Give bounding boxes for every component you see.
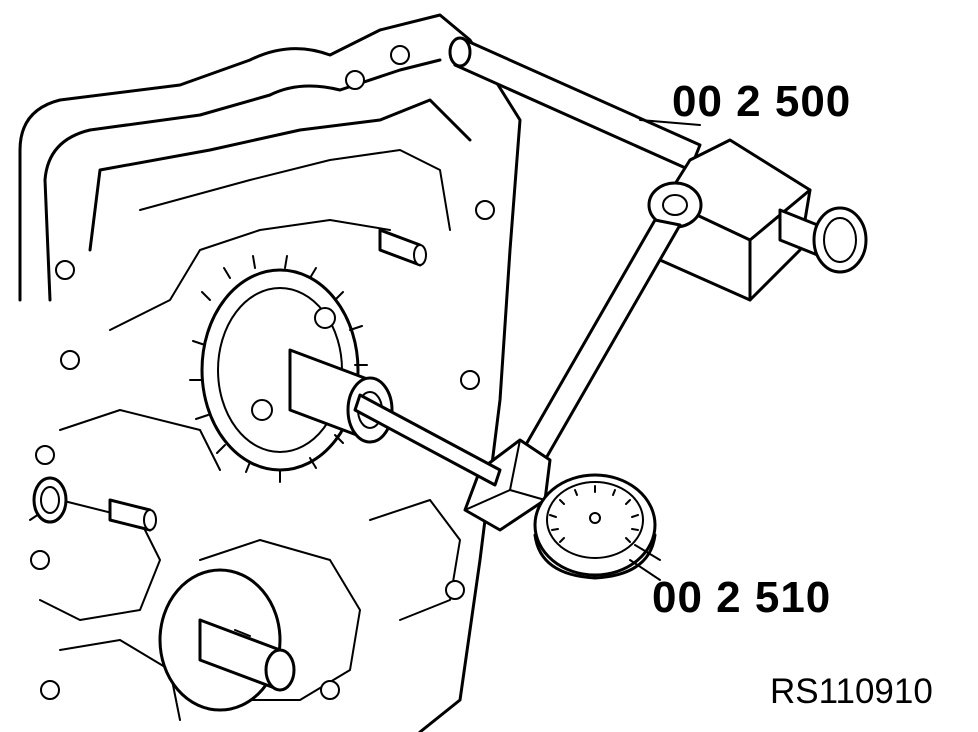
callout-label-upper: 00 2 500 xyxy=(672,77,852,126)
transmission-housing xyxy=(18,13,522,732)
dial-gauge xyxy=(533,473,661,580)
leader-line-upper xyxy=(639,119,701,126)
leader-line-lower xyxy=(629,559,661,581)
gauge-holder-tool xyxy=(353,36,868,532)
callout-label-lower: 00 2 510 xyxy=(652,573,832,622)
figure-reference-id: RS110910 xyxy=(770,672,933,711)
stud-pin xyxy=(378,228,427,267)
lower-gear xyxy=(158,568,296,712)
